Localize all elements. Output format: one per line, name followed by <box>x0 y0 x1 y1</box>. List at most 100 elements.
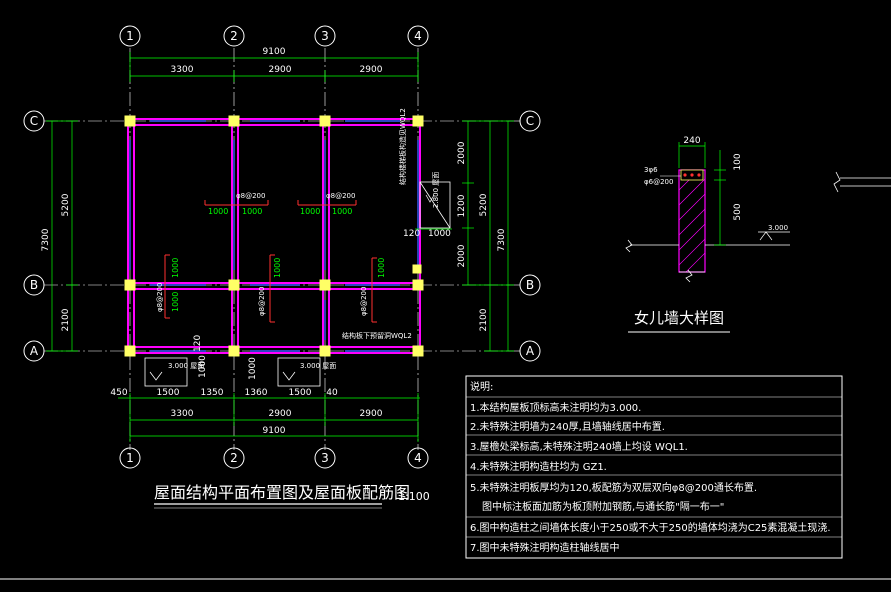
parapet-dims <box>678 142 726 246</box>
svg-text:C: C <box>30 114 38 128</box>
svg-text:B: B <box>30 278 38 292</box>
right-edge-fragment <box>833 171 891 193</box>
dim-left-total: 7300 <box>41 228 51 251</box>
axis-bubble-3-top: 3 <box>314 25 336 47</box>
axis-bubbles-left: C B A <box>23 110 45 362</box>
bottom-openings <box>144 357 321 387</box>
note-item-5: 5.未特殊注明板厚均为120,板配筋为双层双向φ8@200通长布置. <box>470 481 757 494</box>
parapet-elev: 3.000 <box>768 224 788 232</box>
rebar-length-3: 1000 <box>300 207 320 216</box>
dim-misc-4: 1000 <box>198 355 208 378</box>
axis-bubble-2-bottom: 2 <box>223 447 245 469</box>
svg-text:1: 1 <box>126 451 134 465</box>
svg-text:A: A <box>30 344 39 358</box>
dim-misc-3: 120 <box>193 335 203 352</box>
rebar-length-4: 1000 <box>332 207 352 216</box>
svg-text:2: 2 <box>230 29 238 43</box>
dim-right-2: 2100 <box>479 308 489 331</box>
axis-bubble-B-right: B <box>519 274 541 296</box>
svg-text:4: 4 <box>414 29 422 43</box>
axis-bubble-3-bottom: 3 <box>314 447 336 469</box>
dim-right-1: 5200 <box>479 193 489 216</box>
dim-right-inner-1: 2000 <box>457 141 467 164</box>
rebar-length-7: 1000 <box>273 258 282 278</box>
svg-text:1: 1 <box>126 29 134 43</box>
notes-heading: 说明: <box>470 380 493 393</box>
rebar-length-8: 1000 <box>377 258 386 278</box>
beams <box>127 118 421 354</box>
dim-misc-5: 1000 <box>248 357 258 380</box>
dim-bottom-detail-5: 1500 <box>289 388 312 398</box>
notes-box <box>465 375 843 559</box>
axis-bubble-1-top: 1 <box>119 25 141 47</box>
rebar-length-5: 1000 <box>171 258 180 278</box>
note-item-3: 3.屋檐处梁标高,未特殊注明240墙上均设 WQL1. <box>470 440 688 453</box>
dim-bottom-detail-2: 1500 <box>157 388 180 398</box>
columns <box>124 115 424 357</box>
rebar-label-4: φ8@200 <box>258 287 266 316</box>
plan-title: 屋面结构平面布置图及屋面板配筋图 <box>154 483 410 502</box>
dim-top-3: 2900 <box>360 65 383 75</box>
parapet-hatch <box>678 169 706 273</box>
dimension-lines-left <box>46 120 78 352</box>
parapet-elev-marker <box>758 231 790 241</box>
beams-blue <box>129 120 419 352</box>
axis-bubbles-bottom: 1 2 3 4 <box>119 447 429 469</box>
dim-right-inner-3: 2000 <box>457 244 467 267</box>
elev-tag-bottom-1: 3.000 屋面 <box>168 362 204 370</box>
note-item-1: 1.本结构屋板顶标高未注明均为3.000. <box>470 401 641 414</box>
axis-bubble-1-bottom: 1 <box>119 447 141 469</box>
rebar-label-3: φ8@200 <box>156 283 164 312</box>
dim-top-2: 2900 <box>269 65 292 75</box>
parapet-dim-height: 500 <box>733 203 743 220</box>
rebar-label-1: φ8@200 <box>236 192 265 200</box>
parapet-rebar-2: φ6@200 <box>644 178 673 186</box>
vertical-note-1: 结构楼梯板构造见WQL2 <box>398 108 407 185</box>
note-item-5-cont: 图中标注板面加筋为板顶附加钢筋,与通长筋"隔一布一" <box>482 500 724 513</box>
elev-tag-bottom-2: 3.000 屋面 <box>300 362 336 370</box>
dim-bottom-detail-3: 1350 <box>201 388 224 398</box>
dim-top-1: 3300 <box>171 65 194 75</box>
dim-misc-2: 1000 <box>428 229 451 239</box>
elev-tag-right-text: 2.800 屋面 <box>432 172 440 208</box>
axis-bubbles-top: 1 2 3 4 <box>119 25 429 47</box>
note-item-7: 7.图中未特殊注明构造柱轴线居中 <box>470 541 620 554</box>
svg-text:C: C <box>526 114 534 128</box>
rebar-length-6: 1000 <box>171 292 180 312</box>
plan-scale: 1:100 <box>398 490 430 503</box>
svg-text:B: B <box>526 278 534 292</box>
note-item-6: 6.图中构造柱之间墙体长度小于250或不大于250的墙体均浇为C25素混凝土现浇… <box>470 521 831 534</box>
dim-bottom-2: 2900 <box>269 409 292 419</box>
dim-right-inner-2: 1200 <box>457 194 467 217</box>
dim-left-1: 5200 <box>61 193 71 216</box>
dim-bottom-detail-4: 1360 <box>245 388 268 398</box>
dim-right-total: 7300 <box>497 228 507 251</box>
dim-misc-1: 120 <box>403 229 420 239</box>
note-item-4: 4.未特殊注明构造柱均为 GZ1. <box>470 460 607 473</box>
svg-text:3: 3 <box>321 451 329 465</box>
dim-bottom-1: 3300 <box>171 409 194 419</box>
note-item-2: 2.未特殊注明墙为240厚,且墙轴线居中布置. <box>470 420 665 433</box>
svg-text:4: 4 <box>414 451 422 465</box>
svg-text:A: A <box>526 344 535 358</box>
axis-bubble-A-right: A <box>519 340 541 362</box>
axis-bubble-4-top: 4 <box>407 25 429 47</box>
dim-left-2: 2100 <box>61 308 71 331</box>
parapet-dim-top: 100 <box>733 153 743 170</box>
dimension-lines-bottom <box>118 393 420 442</box>
rebar-length-1: 1000 <box>208 207 228 216</box>
parapet-rebar-1: 3φ6 <box>644 166 658 174</box>
dimension-lines-right <box>462 120 514 352</box>
rebar-label-2: φ8@200 <box>326 192 355 200</box>
dim-bottom-detail-1: 450 <box>110 388 127 398</box>
axis-bubble-C-left: C <box>23 110 45 132</box>
axis-bubble-4-bottom: 4 <box>407 447 429 469</box>
dim-top-total: 9100 <box>263 47 286 57</box>
rebar-length-2: 1000 <box>242 207 262 216</box>
axis-bubble-2-top: 2 <box>223 25 245 47</box>
vertical-note-2: 结构板下预留洞WQL2 <box>342 331 412 340</box>
axis-bubble-A-left: A <box>23 340 45 362</box>
dimension-lines-top <box>129 52 419 82</box>
